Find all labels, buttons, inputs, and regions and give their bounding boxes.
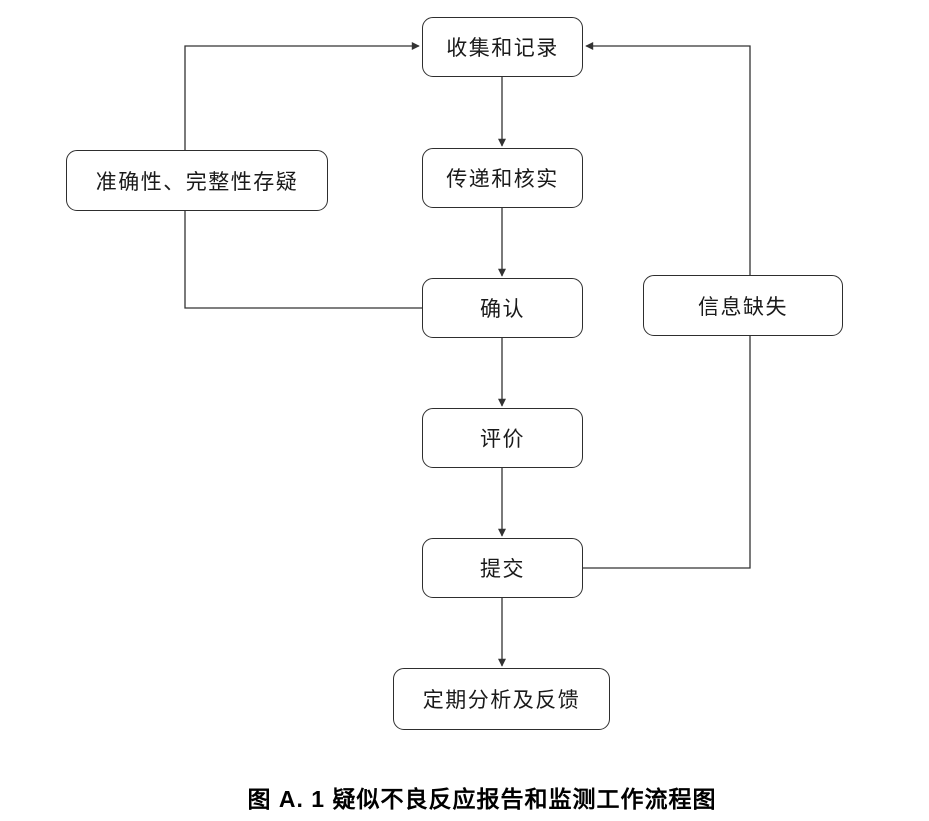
- node-evaluate: 评价: [422, 408, 583, 468]
- node-evaluate-label: 评价: [480, 427, 525, 451]
- node-transfer-and-verify: 传递和核实: [422, 148, 583, 208]
- node-periodic-analysis-feedback: 定期分析及反馈: [393, 668, 610, 730]
- node-submit-label: 提交: [480, 557, 525, 581]
- node-collect-and-record: 收集和记录: [422, 17, 583, 77]
- figure-caption: 图 A. 1 疑似不良反应报告和监测工作流程图: [247, 786, 717, 812]
- node-confirm-label: 确认: [480, 297, 525, 321]
- node-information-missing: 信息缺失: [643, 275, 843, 336]
- node-periodic-analysis-feedback-label: 定期分析及反馈: [422, 688, 581, 712]
- node-transfer-and-verify-label: 传递和核实: [446, 167, 559, 191]
- node-accuracy-completeness-doubt-label: 准确性、完整性存疑: [95, 169, 299, 194]
- node-confirm: 确认: [422, 278, 583, 338]
- node-accuracy-completeness-doubt: 准确性、完整性存疑: [66, 150, 328, 211]
- node-collect-and-record-label: 收集和记录: [446, 36, 559, 60]
- node-information-missing-label: 信息缺失: [698, 294, 788, 319]
- node-submit: 提交: [422, 538, 583, 598]
